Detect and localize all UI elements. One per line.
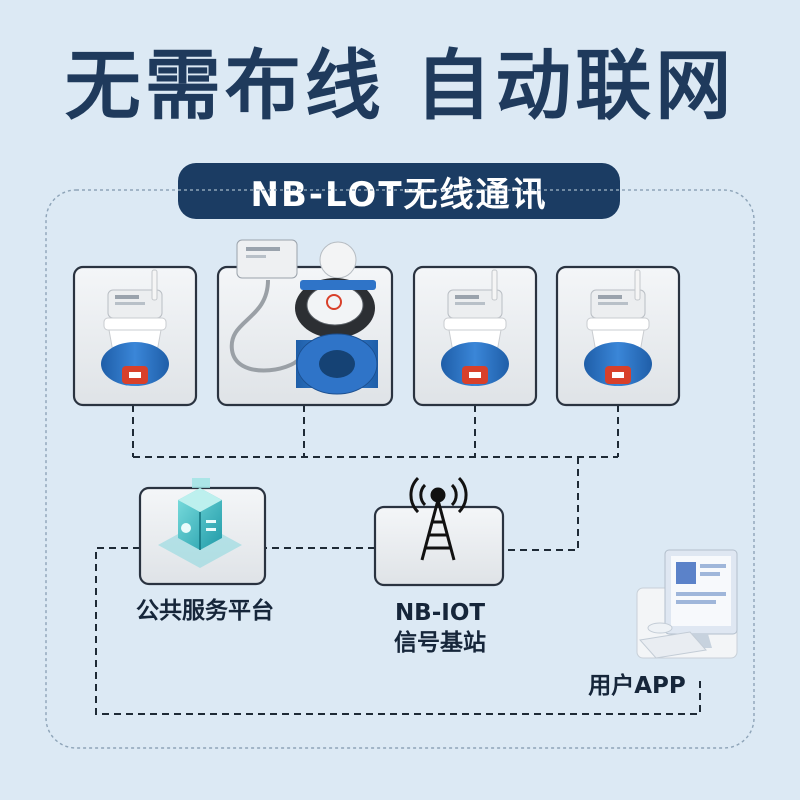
station-card [373, 476, 505, 587]
station-label-line1: NB-IOT [394, 600, 486, 626]
computer-monitor-icon [636, 549, 738, 659]
subtitle-banner: NB-LOT无线通讯 [178, 163, 620, 219]
station-label: NB-IOT 信号基站 [350, 599, 530, 659]
antenna-tower-icon [409, 476, 468, 561]
platform-label: 公共服务平台 [136, 598, 274, 624]
subtitle-text: NB-LOT无线通讯 [250, 174, 548, 215]
bus-to-station [503, 457, 579, 551]
connection-lines [95, 405, 701, 715]
platform-to-loop [95, 547, 701, 715]
flow-meter-icon [229, 239, 378, 395]
meter-card-4 [555, 265, 681, 407]
meter-card-2 [216, 239, 394, 407]
frame-dashed-border [45, 189, 755, 749]
meter-card-3 [412, 265, 538, 407]
data-center-icon [158, 478, 242, 568]
platform-card [138, 478, 267, 586]
station-label-line2: 信号基站 [394, 629, 486, 656]
headline: 无需布线 自动联网 [64, 41, 736, 130]
meter-card-1 [72, 265, 198, 407]
app-label: 用户APP [588, 673, 686, 699]
